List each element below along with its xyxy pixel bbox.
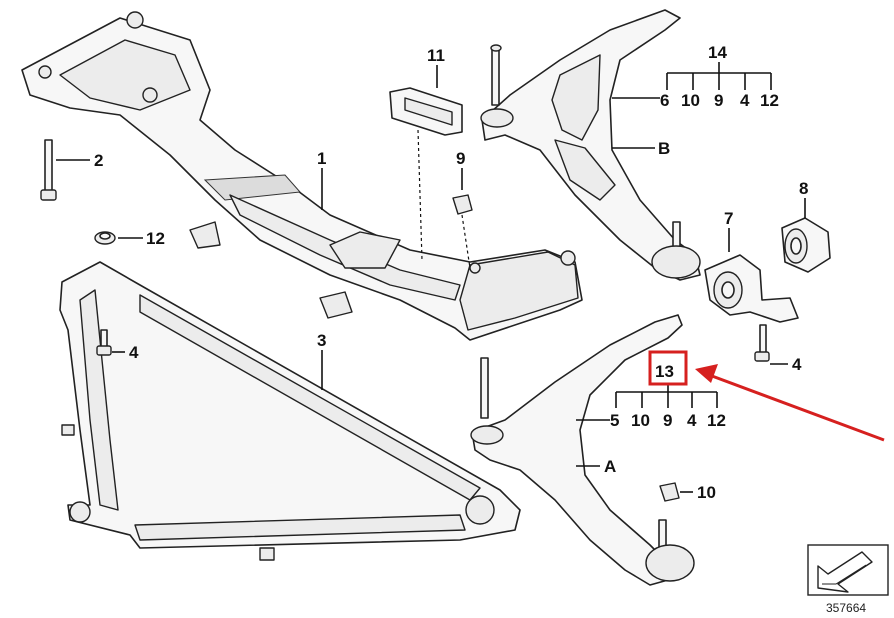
callout-4-left: 4 [129, 343, 139, 362]
group-13-item: 10 [631, 411, 650, 430]
callout-14: 14 [708, 43, 727, 62]
callout-4-right: 4 [792, 355, 802, 374]
group-14-item: 6 [660, 91, 669, 110]
bolt-part-4-right [754, 324, 788, 365]
front-axle-carrier [21, 11, 583, 341]
nut-part-10 [659, 482, 693, 502]
callout-12: 12 [146, 229, 165, 248]
callout-3: 3 [317, 331, 326, 350]
callout-7: 7 [724, 209, 733, 228]
bolt-part-4-left [96, 329, 125, 356]
callout-10: 10 [697, 483, 716, 502]
group-14-item: 4 [740, 91, 750, 110]
group-14-item: 9 [714, 91, 723, 110]
callout-8: 8 [799, 179, 808, 198]
bushing-part-7 [704, 228, 799, 323]
bushing-part-8 [781, 198, 831, 273]
control-arm-a [470, 314, 695, 586]
callout-B: B [658, 139, 670, 158]
group-13-item: 9 [663, 411, 672, 430]
callout-2: 2 [94, 151, 103, 170]
tension-strut-part-3 [59, 261, 521, 561]
group-14-bracket [666, 62, 772, 90]
reference-number: 357664 [826, 601, 866, 615]
callout-9: 9 [456, 149, 465, 168]
group-13-item: 12 [707, 411, 726, 430]
bolt-part-2 [40, 139, 90, 201]
direction-arrow-icon [807, 544, 889, 596]
callout-11: 11 [427, 46, 445, 65]
group-14-item: 10 [681, 91, 700, 110]
group-13-item: 4 [687, 411, 697, 430]
group-13-item: 5 [610, 411, 619, 430]
callout-1: 1 [317, 149, 326, 168]
group-14-item: 12 [760, 91, 779, 110]
callout-A: A [604, 457, 616, 476]
red-pointer-arrow [695, 364, 885, 442]
bracket-part-11 [389, 65, 463, 261]
callout-13: 13 [655, 362, 674, 381]
control-arm-b [480, 9, 701, 281]
nut-part-12 [94, 231, 143, 245]
nut-part-9 [452, 168, 473, 269]
group-13-bracket [615, 385, 718, 408]
highlight-box-13 [648, 350, 688, 386]
